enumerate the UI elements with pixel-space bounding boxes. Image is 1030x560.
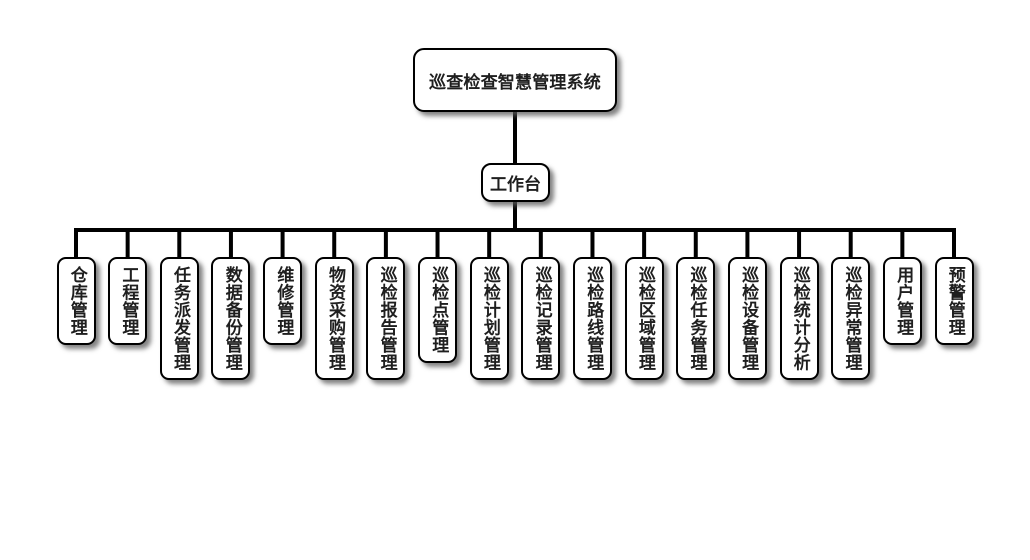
module-node-inspection-record: 巡检记录管理 [521,257,561,380]
module-node-alert: 预警管理 [934,257,974,345]
module-label: 巡检任务管理 [686,266,707,371]
module-label: 预警管理 [944,266,965,336]
module-label: 巡检设备管理 [738,266,759,371]
module-node-inspection-plan: 巡检计划管理 [469,257,509,380]
module-label: 巡检记录管理 [531,266,552,371]
module-node-warehouse: 仓库管理 [56,257,96,345]
hub-node-workbench: 工作台 [481,163,550,202]
module-node-inspection-report: 巡检报告管理 [366,257,406,380]
module-node-user: 用户管理 [882,257,922,345]
module-label: 巡检点管理 [428,266,449,354]
module-label: 仓库管理 [66,266,87,336]
module-label: 数据备份管理 [221,266,242,371]
module-node-task-dispatch: 任务派发管理 [159,257,199,380]
module-label: 巡检路线管理 [583,266,604,371]
root-node-label: 巡查检查智慧管理系统 [429,72,601,93]
module-label: 巡检区域管理 [634,266,655,371]
module-node-inspection-exception: 巡检异常管理 [831,257,871,380]
connector-drops [74,228,956,257]
module-node-inspection-statistics: 巡检统计分析 [779,257,819,380]
module-node-data-backup: 数据备份管理 [211,257,251,380]
module-label: 用户管理 [893,266,914,336]
module-label: 巡检异常管理 [841,266,862,371]
module-node-inspection-route: 巡检路线管理 [572,257,612,380]
module-label: 维修管理 [273,266,294,336]
root-node-system-title: 巡查检查智慧管理系统 [413,48,617,112]
module-label: 物资采购管理 [324,266,345,371]
module-node-inspection-area: 巡检区域管理 [624,257,664,380]
hub-node-label: 工作台 [490,175,541,195]
module-node-inspection-task: 巡检任务管理 [676,257,716,380]
module-label: 巡检计划管理 [479,266,500,371]
module-node-procurement: 物资采购管理 [314,257,354,380]
module-label: 工程管理 [118,266,139,336]
module-node-maintenance: 维修管理 [263,257,303,345]
module-node-inspection-point: 巡检点管理 [418,257,458,363]
module-label: 巡检报告管理 [376,266,397,371]
module-node-engineering: 工程管理 [108,257,148,345]
module-node-inspection-device: 巡检设备管理 [727,257,767,380]
module-label: 巡检统计分析 [789,266,810,371]
module-label: 任务派发管理 [170,266,191,371]
